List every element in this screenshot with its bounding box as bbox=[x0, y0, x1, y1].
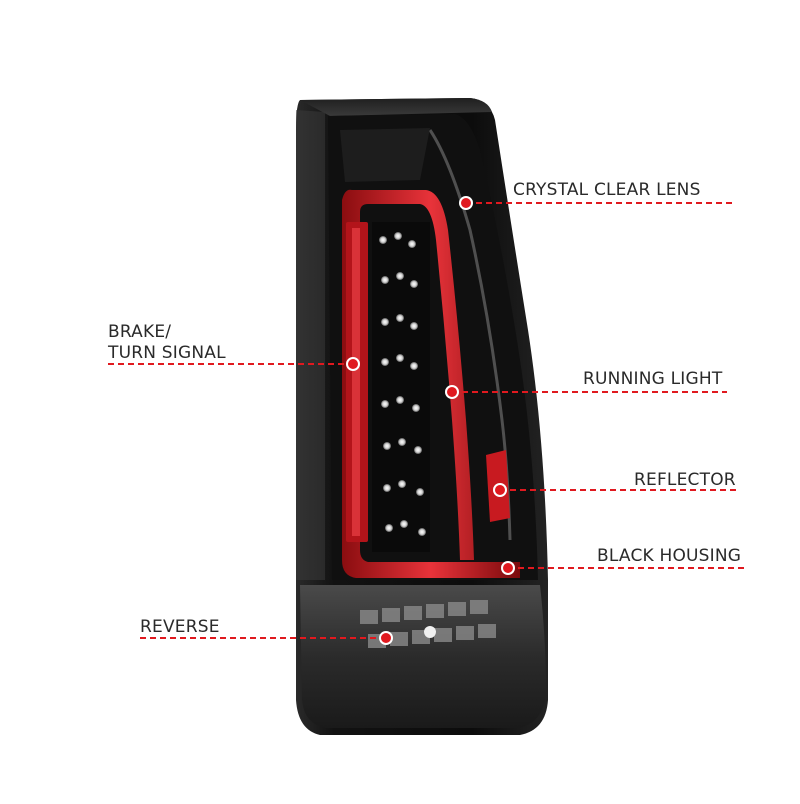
reverse-section bbox=[300, 585, 546, 728]
top-cap bbox=[300, 98, 492, 116]
callout-dots bbox=[346, 196, 515, 645]
label-turn-signal: TURN SIGNAL bbox=[108, 343, 226, 363]
callout-lines bbox=[108, 202, 745, 639]
label-reflector: REFLECTOR bbox=[634, 470, 736, 490]
label-brake: BRAKE/ bbox=[108, 322, 172, 342]
label-reverse: REVERSE bbox=[140, 617, 220, 637]
led-column bbox=[372, 222, 430, 552]
label-running-light: RUNNING LIGHT bbox=[583, 369, 723, 389]
label-crystal-clear-lens: CRYSTAL CLEAR LENS bbox=[513, 180, 701, 200]
label-black-housing: BLACK HOUSING bbox=[597, 546, 742, 566]
reverse-leds bbox=[360, 600, 496, 648]
left-edge bbox=[296, 110, 325, 580]
